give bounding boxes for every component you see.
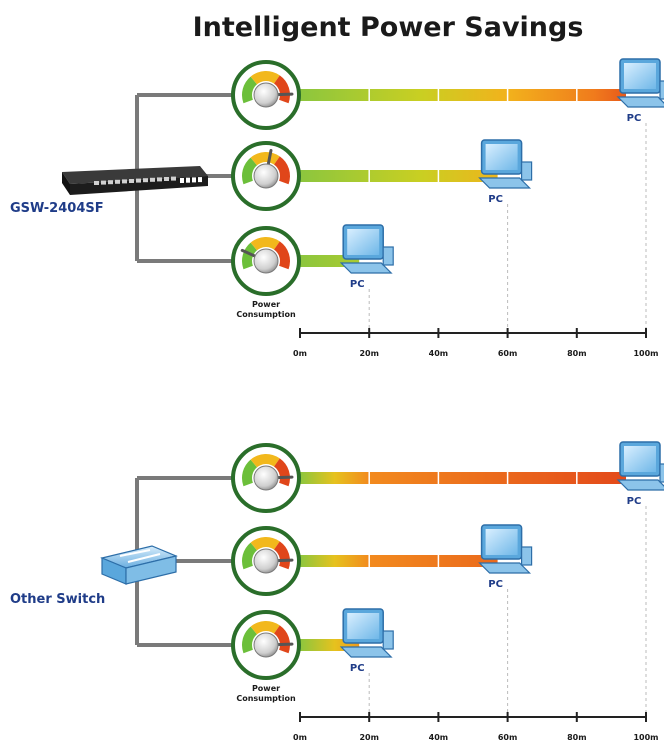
axis-tick-label: 40m xyxy=(429,733,448,742)
pc-icon: PC xyxy=(339,608,394,674)
gauge-caption: Power xyxy=(252,684,280,693)
pc-label: PC xyxy=(627,113,642,124)
pc-icon: PC xyxy=(478,524,533,590)
gauge-knob xyxy=(253,632,279,658)
axis-tick-label: 20m xyxy=(359,733,378,742)
gauge-knob xyxy=(253,163,279,189)
power-gauge-icon xyxy=(231,60,301,130)
gauge-caption: Consumption xyxy=(236,310,296,319)
axis-tick-label: 80m xyxy=(567,733,586,742)
axis-tick-label: 100m xyxy=(633,733,658,742)
axis-tick-label: 0m xyxy=(293,733,307,742)
power-gauge-icon xyxy=(231,443,301,513)
pc-icon: PC xyxy=(339,224,394,290)
axis-tick-label: 20m xyxy=(359,349,378,358)
pc-icon: PC xyxy=(478,139,533,205)
pc-label: PC xyxy=(350,279,365,290)
axis-tick-label: 0m xyxy=(293,349,307,358)
axis-tick-label: 60m xyxy=(498,349,517,358)
pc-label: PC xyxy=(627,496,642,507)
switch-label: Other Switch xyxy=(10,592,105,607)
pc-icon: PC xyxy=(616,58,664,124)
axis-tick-label: 60m xyxy=(498,733,517,742)
power-bar xyxy=(296,555,498,567)
power-bar xyxy=(296,89,626,101)
power-bar xyxy=(296,170,498,182)
pc-label: PC xyxy=(350,663,365,674)
generic-switch-icon xyxy=(100,545,178,585)
switch-label: GSW-2404SF xyxy=(10,201,104,216)
gauge-knob xyxy=(253,248,279,274)
gauge-caption: Power xyxy=(252,300,280,309)
power-gauge-icon xyxy=(231,610,301,680)
gauge-knob xyxy=(253,82,279,108)
power-gauge-icon xyxy=(231,141,301,211)
gauge-knob xyxy=(253,548,279,574)
pc-label: PC xyxy=(488,579,503,590)
gauge-knob xyxy=(253,465,279,491)
power-gauge-icon xyxy=(231,526,301,596)
pc-label: PC xyxy=(488,194,503,205)
power-bar xyxy=(296,472,626,484)
gauge-caption: Consumption xyxy=(236,694,296,703)
pc-icon: PC xyxy=(616,441,664,507)
rack-switch-icon xyxy=(62,166,208,195)
axis-tick-label: 80m xyxy=(567,349,586,358)
page-title: Intelligent Power Savings xyxy=(193,12,584,43)
axis-tick-label: 40m xyxy=(429,349,448,358)
axis-tick-label: 100m xyxy=(633,349,658,358)
power-gauge-icon xyxy=(231,226,301,296)
